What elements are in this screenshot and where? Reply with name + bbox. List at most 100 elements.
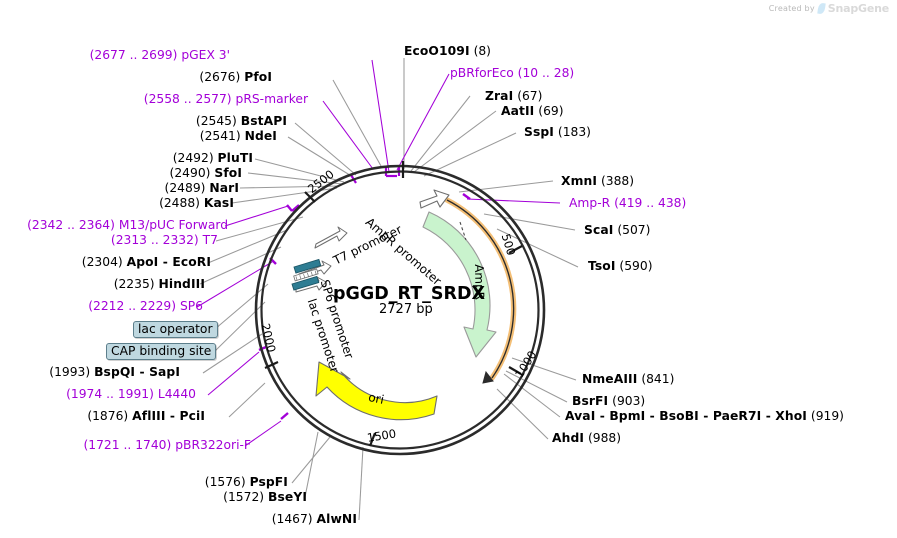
label-aatii-name: AatII	[501, 104, 535, 118]
label-sfoi-name: SfoI	[214, 166, 242, 180]
label-pluti[interactable]: (2492) PluTI	[173, 151, 253, 165]
label-pfoi-range: (2676)	[199, 70, 241, 84]
label-sp6-range: (2212 .. 2229)	[88, 299, 177, 313]
label-pgex3[interactable]: (2677 .. 2699) pGEX 3'	[90, 48, 230, 62]
credit-brand: SnapGene	[827, 2, 889, 15]
label-afliii-pcii-range: (1876)	[87, 409, 129, 423]
label-bstapi-name: BstAPI	[240, 114, 287, 128]
label-cap-binding-site[interactable]: CAP binding site	[106, 343, 217, 360]
plasmid-name: pGGD_RT_SRDX	[333, 284, 486, 304]
label-xmni[interactable]: XmnI (388)	[561, 174, 634, 188]
label-pbr322ori-f[interactable]: (1721 .. 1740) pBR322ori-F	[83, 438, 251, 452]
credit-prefix: Created by	[768, 4, 815, 13]
label-zrai-range: (67)	[517, 89, 543, 103]
label-pbr322ori-f-name: pBR322ori-F	[175, 438, 251, 452]
leader-lines-left	[196, 59, 390, 521]
label-pfoi-name: PfoI	[244, 70, 272, 84]
label-prs-marker-range: (2558 .. 2577)	[143, 92, 232, 106]
label-ndei-range: (2541)	[199, 129, 241, 143]
label-ndei-name: NdeI	[244, 129, 277, 143]
label-m13puc-forward-name: M13/pUC Forward	[118, 218, 228, 232]
label-scai-range: (507)	[617, 223, 651, 237]
label-sp6[interactable]: (2212 .. 2229) SP6	[88, 299, 203, 313]
label-kasi[interactable]: (2488) KasI	[159, 196, 234, 210]
label-pspfi[interactable]: (1576) PspFI	[205, 475, 288, 489]
label-pluti-range: (2492)	[172, 151, 214, 165]
label-avai-bpmi-bsobi-paer7i-xhoi[interactable]: AvaI - BpmI - BsoBI - PaeR7I - XhoI (919…	[565, 409, 844, 423]
label-bsrfi-name: BsrFI	[572, 394, 609, 408]
label-bseyi-name: BseYI	[267, 490, 307, 504]
label-sspi[interactable]: SspI (183)	[524, 125, 591, 139]
label-kasi-range: (2488)	[159, 196, 200, 210]
ori-feature-arrow	[315, 361, 438, 421]
label-aatii[interactable]: AatII (69)	[501, 104, 564, 118]
label-sspi-range: (183)	[557, 125, 591, 139]
label-kasi-name: KasI	[203, 196, 234, 210]
label-aatii-range: (69)	[538, 104, 564, 118]
label-bspqi-sapi-range: (1993)	[49, 365, 91, 379]
t7-promoter-arrow	[314, 226, 348, 249]
label-tsoi[interactable]: TsoI (590)	[588, 259, 653, 273]
label-pbr322ori-f-range: (1721 .. 1740)	[83, 438, 172, 452]
label-scai[interactable]: ScaI (507)	[584, 223, 650, 237]
label-xmni-name: XmnI	[561, 174, 598, 188]
label-pspfi-name: PspFI	[249, 475, 288, 489]
label-zrai[interactable]: ZraI (67)	[485, 89, 542, 103]
label-avai-bpmi-bsobi-paer7i-xhoi-range: (919)	[810, 409, 844, 423]
label-m13puc-forward[interactable]: (2342 .. 2364) M13/pUC Forward	[27, 218, 228, 232]
label-alwni-name: AlwNI	[316, 512, 357, 526]
label-nmeaiii[interactable]: NmeAIII (841)	[582, 372, 674, 386]
label-nari-name: NarI	[209, 181, 239, 195]
label-ecoo109i-name: EcoO109I	[404, 44, 470, 58]
label-l4440[interactable]: (1974 .. 1991) L4440	[66, 387, 196, 401]
leader-lines-right	[396, 58, 579, 440]
label-bspqi-sapi[interactable]: (1993) BspQI - SapI	[49, 365, 180, 379]
label-nari-range: (2489)	[164, 181, 206, 195]
label-ndei[interactable]: (2541) NdeI	[200, 129, 277, 143]
label-bsrfi[interactable]: BsrFI (903)	[572, 394, 645, 408]
snapgene-credit: Created by SnapGene	[769, 2, 889, 15]
coordinate-ticks	[264, 161, 523, 447]
feature-label-ampr: AmpR	[472, 264, 487, 301]
label-afliii-pcii-name: AflIII - PciI	[132, 409, 205, 423]
label-pbrforeco[interactable]: pBRforEco (10 .. 28)	[450, 66, 574, 80]
label-alwni-range: (1467)	[271, 512, 313, 526]
label-apoi-ecori-range: (2304)	[81, 255, 123, 269]
label-t7[interactable]: (2313 .. 2332) T7	[111, 233, 218, 247]
label-avai-bpmi-bsobi-paer7i-xhoi-name: AvaI - BpmI - BsoBI - PaeR7I - XhoI	[565, 409, 807, 423]
label-pgex3-range: (2677 .. 2699)	[89, 48, 178, 62]
label-pbrforeco-range: (10 .. 28)	[517, 66, 575, 80]
label-zrai-name: ZraI	[485, 89, 514, 103]
label-bstapi[interactable]: (2545) BstAPI	[196, 114, 287, 128]
label-ahdi-range: (988)	[587, 431, 622, 445]
label-bstapi-range: (2545)	[195, 114, 237, 128]
label-alwni[interactable]: (1467) AlwNI	[272, 512, 357, 526]
label-ahdi-name: AhdI	[552, 431, 585, 445]
label-l4440-name: L4440	[157, 387, 196, 401]
label-hindiii-name: HindIII	[158, 277, 205, 291]
label-prs-marker[interactable]: (2558 .. 2577) pRS-marker	[144, 92, 308, 106]
label-tsoi-range: (590)	[619, 259, 653, 273]
label-sfoi-range: (2490)	[169, 166, 211, 180]
label-pfoi[interactable]: (2676) PfoI	[199, 70, 272, 84]
label-ecoo109i-range: (8)	[473, 44, 491, 58]
label-t7-name: T7	[202, 233, 218, 247]
label-ahdi[interactable]: AhdI (988)	[552, 431, 621, 445]
label-amp-r[interactable]: Amp-R (419 .. 438)	[569, 196, 686, 210]
label-apoi-ecori[interactable]: (2304) ApoI - EcoRI	[82, 255, 211, 269]
label-sfoi[interactable]: (2490) SfoI	[170, 166, 242, 180]
label-ecoo109i[interactable]: EcoO109I (8)	[404, 44, 491, 58]
label-afliii-pcii[interactable]: (1876) AflIII - PciI	[87, 409, 205, 423]
label-nari[interactable]: (2489) NarI	[165, 181, 239, 195]
feature-tick-marks	[258, 166, 471, 420]
label-hindiii[interactable]: (2235) HindIII	[114, 277, 205, 291]
label-m13puc-forward-range: (2342 .. 2364)	[27, 218, 115, 232]
label-pluti-name: PluTI	[217, 151, 253, 165]
label-bspqi-sapi-name: BspQI - SapI	[94, 365, 180, 379]
label-hindiii-range: (2235)	[113, 277, 155, 291]
label-nmeaiii-range: (841)	[641, 372, 675, 386]
label-lac-operator[interactable]: lac operator	[133, 321, 218, 338]
label-bseyi[interactable]: (1572) BseYI	[223, 490, 307, 504]
ampr-feature-arrow	[422, 211, 497, 358]
ampr-outer-arc	[444, 197, 517, 384]
